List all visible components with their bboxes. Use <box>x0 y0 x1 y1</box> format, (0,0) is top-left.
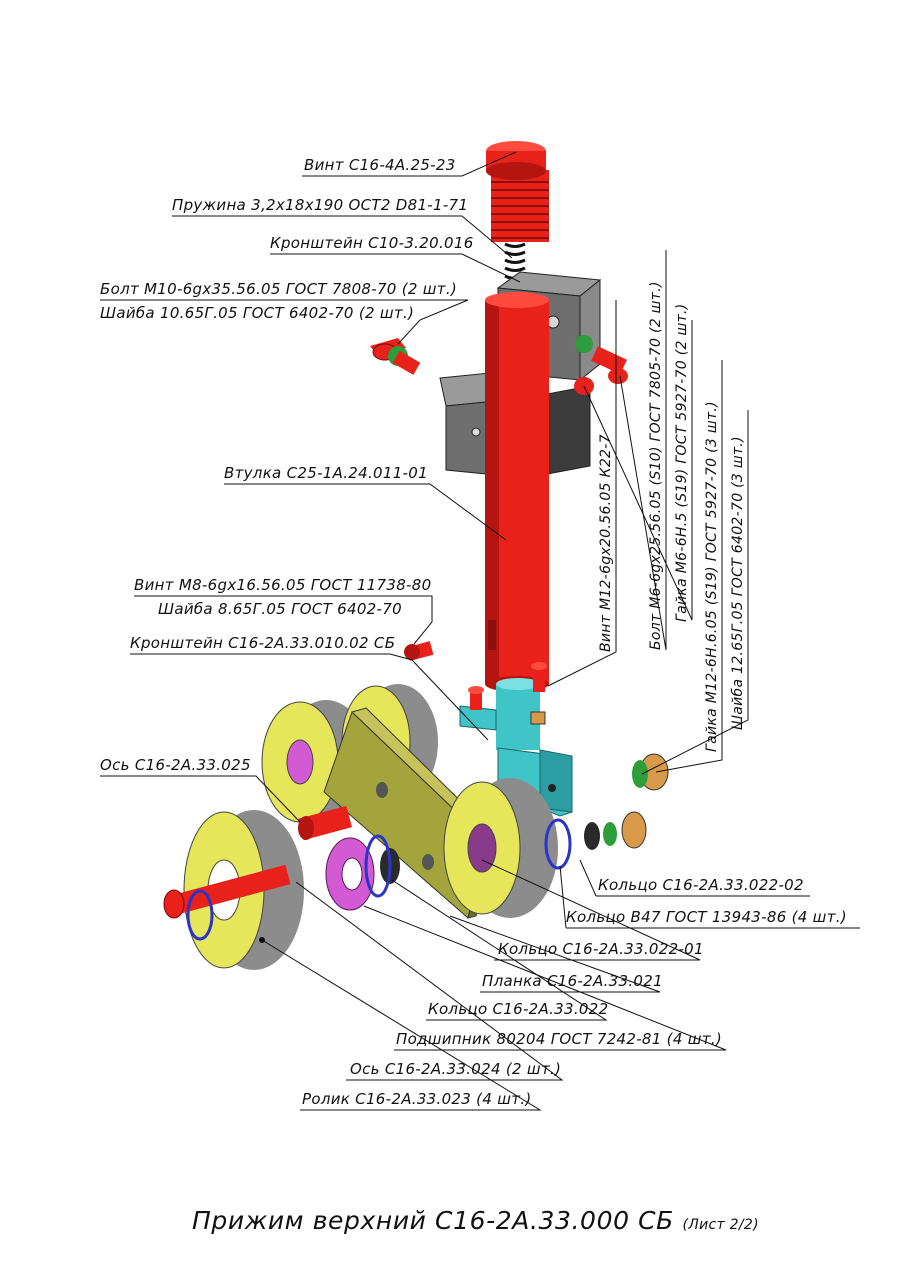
screw-m8 <box>404 641 434 661</box>
title-main: Прижим верхний С16-2А.33.000 СБ <box>192 1206 674 1235</box>
label-bracket-top: Кронштейн С10-3.20.016 <box>270 234 474 252</box>
label-bracket-mid: Кронштейн С16-2А.33.010.02 СБ <box>130 634 396 652</box>
label-nut-m6: Гайка М6-6Н.5 (S19) ГОСТ 5927-70 (2 шт.) <box>674 303 690 622</box>
retaining-ring-right <box>544 818 572 870</box>
label-ring-022-01: Кольцо С16-2А.33.022-01 <box>498 940 704 958</box>
label-plate: Планка С16-2А.33.021 <box>482 972 663 990</box>
small-screws <box>468 662 547 725</box>
label-vint-m8: Винт М8-6gх16.56.05 ГОСТ 11738-80 <box>134 576 432 594</box>
bushing <box>485 292 549 692</box>
retaining-ring-left <box>364 834 392 898</box>
top-screw <box>486 141 549 242</box>
label-vint-top: Винт С16-4А.25-23 <box>304 156 456 174</box>
rings-right <box>584 753 669 850</box>
spring <box>504 242 526 280</box>
bolt-m6-right <box>574 335 628 395</box>
label-bolt-m6: Болт М6-6gх25.56.05 (S10) ГОСТ 7805-70 (… <box>648 281 664 650</box>
axle-025 <box>298 805 352 841</box>
axle-024 <box>163 864 291 941</box>
label-washer-12: Шайба 12.65Г.05 ГОСТ 6402-70 (3 шт.) <box>730 436 746 730</box>
roller-front-right <box>443 778 558 918</box>
label-ring-b47: Кольцо В47 ГОСТ 13943-86 (4 шт.) <box>566 908 847 926</box>
label-spring: Пружина 3,2х18х190 ОСТ2 D81-1-71 <box>172 196 469 214</box>
label-ring-022-02: Кольцо С16-2А.33.022-02 <box>598 876 804 894</box>
label-vint-m12: Винт М12-6gх20.56.05 К22-7 <box>598 434 614 652</box>
label-ring-022: Кольцо С16-2А.33.022 <box>428 1000 609 1018</box>
drawing-title: Прижим верхний С16-2А.33.000 СБ (Лист 2/… <box>192 1206 759 1235</box>
label-bushing: Втулка С25-1А.24.011-01 <box>224 464 428 482</box>
bolt-m10-left <box>370 338 421 375</box>
label-axle-025: Ось С16-2А.33.025 <box>100 756 251 774</box>
label-washer-8: Шайба 8.65Г.05 ГОСТ 6402-70 <box>158 600 402 618</box>
mid-bracket <box>459 678 573 817</box>
page-frame <box>7 7 898 1273</box>
title-sheet: (Лист 2/2) <box>682 1217 759 1233</box>
bearing <box>325 837 375 911</box>
leader-lines <box>100 151 860 1111</box>
label-roller: Ролик С16-2А.33.023 (4 шт.) <box>302 1090 532 1108</box>
label-nut-m12: Гайка М12-6Н.6.05 (S19) ГОСТ 5927-70 (3 … <box>704 401 720 752</box>
label-washer-10: Шайба 10.65Г.05 ГОСТ 6402-70 (2 шт.) <box>100 304 415 322</box>
label-bolt-m10: Болт М10-6gх35.56.05 ГОСТ 7808-70 (2 шт.… <box>100 280 458 298</box>
label-axle-024: Ось С16-2А.33.024 (2 шт.) <box>350 1060 562 1078</box>
label-bearing: Подшипник 80204 ГОСТ 7242-81 (4 шт.) <box>396 1030 723 1048</box>
